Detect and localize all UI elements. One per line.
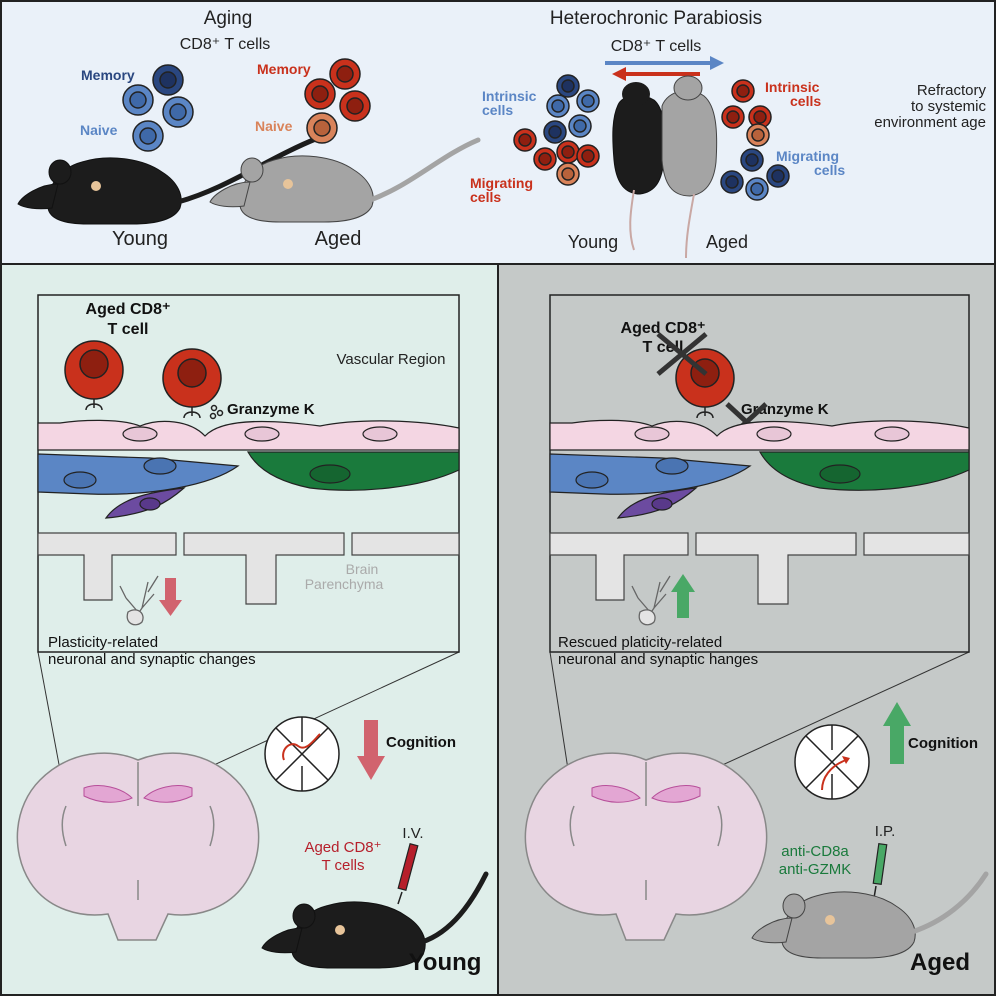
right-endothelial-cells — [549, 451, 970, 495]
right-rescued-label-1: Rescued platicity-related — [558, 634, 722, 651]
left-plasticity-down-arrow — [159, 578, 182, 616]
right-antibody-label-1: anti-CD8a — [781, 843, 849, 860]
left-migrating-cells — [513, 128, 600, 186]
right-intrinsic-label-1: Intrinsic — [765, 79, 820, 95]
right-tcell-cross — [656, 332, 708, 376]
aged-naive-label: Naive — [255, 118, 293, 134]
right-rescued-label-2: neuronal and synaptic hanges — [558, 651, 758, 668]
right-brain — [524, 752, 768, 941]
left-endothelial-cells — [37, 451, 460, 495]
left-plasticity-label-1: Plasticity-related — [48, 634, 158, 651]
ip-label: I.P. — [875, 823, 896, 840]
right-migrating-cells — [720, 148, 790, 201]
left-granzyme-label: Granzyme K — [227, 401, 315, 418]
right-intrinsic-cells — [721, 79, 772, 147]
left-migrating-label-1: Migrating — [470, 175, 533, 191]
left-injected-label-2: T cells — [321, 857, 364, 874]
young-naive-label: Naive — [80, 122, 118, 138]
parabiosis-subtitle: CD8⁺ T cells — [611, 38, 702, 55]
left-cell-label-2: T cell — [108, 321, 149, 338]
left-young-mouse — [261, 871, 489, 969]
parabiosis-young-label: Young — [568, 232, 618, 252]
left-tcell-1 — [64, 340, 124, 411]
right-cell-label-2: T cell — [643, 339, 684, 356]
top-panel-background — [0, 0, 996, 265]
left-brain — [16, 752, 260, 941]
left-pericytes — [37, 419, 460, 451]
iv-label: I.V. — [402, 825, 423, 842]
left-cognition-label: Cognition — [386, 734, 456, 751]
left-microglia — [104, 487, 186, 519]
left-plasticity-label-2: neuronal and synaptic changes — [48, 651, 256, 668]
right-aged-mouse — [751, 871, 989, 959]
left-tcell-2 — [162, 348, 224, 420]
aged-memory-cells — [304, 58, 371, 144]
left-cognition-down-arrow — [357, 720, 385, 780]
right-intrinsic-label-2: cells — [790, 93, 821, 109]
vascular-region-label: Vascular Region — [337, 351, 446, 368]
refractory-label-2: to systemic — [911, 98, 987, 115]
left-migrating-label-2: cells — [470, 189, 501, 205]
right-cognition-up-arrow — [883, 702, 911, 764]
right-maze-icon — [794, 724, 870, 800]
aged-mouse-top — [209, 137, 481, 223]
left-intrinsic-cells — [543, 74, 600, 144]
left-syringe — [397, 843, 419, 905]
aging-subtitle: CD8⁺ T cells — [180, 36, 271, 53]
left-neuron — [119, 575, 159, 626]
right-mouse-label: Aged — [910, 949, 970, 976]
left-intrinsic-label-2: cells — [482, 102, 513, 118]
right-hippocampus — [591, 785, 701, 803]
left-intrinsic-label-1: Intrinsic — [482, 88, 537, 104]
young-memory-cells — [122, 64, 194, 152]
parabiosis-title: Heterochronic Parabiosis — [550, 8, 762, 29]
right-cognition-label: Cognition — [908, 735, 978, 752]
left-mouse-label: Young — [409, 949, 482, 976]
left-astrocyte-endfeet — [37, 532, 460, 605]
refractory-label-3: environment age — [874, 114, 986, 131]
right-cell-label-1: Aged CD8⁺ — [621, 320, 706, 337]
right-neuron — [631, 575, 671, 626]
refractory-label-1: Refractory — [917, 82, 987, 99]
right-pericytes — [549, 419, 970, 451]
young-memory-label: Memory — [81, 67, 135, 83]
young-label-top: Young — [112, 228, 168, 250]
exchange-arrows — [605, 56, 724, 81]
left-cell-label-1: Aged CD8⁺ — [86, 301, 171, 318]
right-plasticity-up-arrow — [671, 574, 695, 618]
left-injected-label-1: Aged CD8⁺ — [304, 839, 381, 856]
parabiosis-mice — [612, 75, 718, 259]
brain-parenchyma-label-1: Brain — [346, 561, 379, 577]
right-migrating-label-2: cells — [814, 162, 845, 178]
right-syringe — [872, 842, 888, 899]
right-migrating-label-1: Migrating — [776, 148, 839, 164]
brain-parenchyma-label-2: Parenchyma — [305, 576, 384, 592]
right-antibody-label-2: anti-GZMK — [779, 861, 852, 878]
left-maze-icon — [264, 716, 340, 792]
right-astrocyte-endfeet — [549, 532, 970, 605]
left-hippocampus — [83, 785, 193, 803]
right-microglia — [616, 487, 698, 519]
aged-memory-label: Memory — [257, 61, 311, 77]
parabiosis-aged-label: Aged — [706, 232, 748, 252]
aged-label-top: Aged — [315, 228, 362, 250]
aging-title: Aging — [204, 8, 253, 29]
